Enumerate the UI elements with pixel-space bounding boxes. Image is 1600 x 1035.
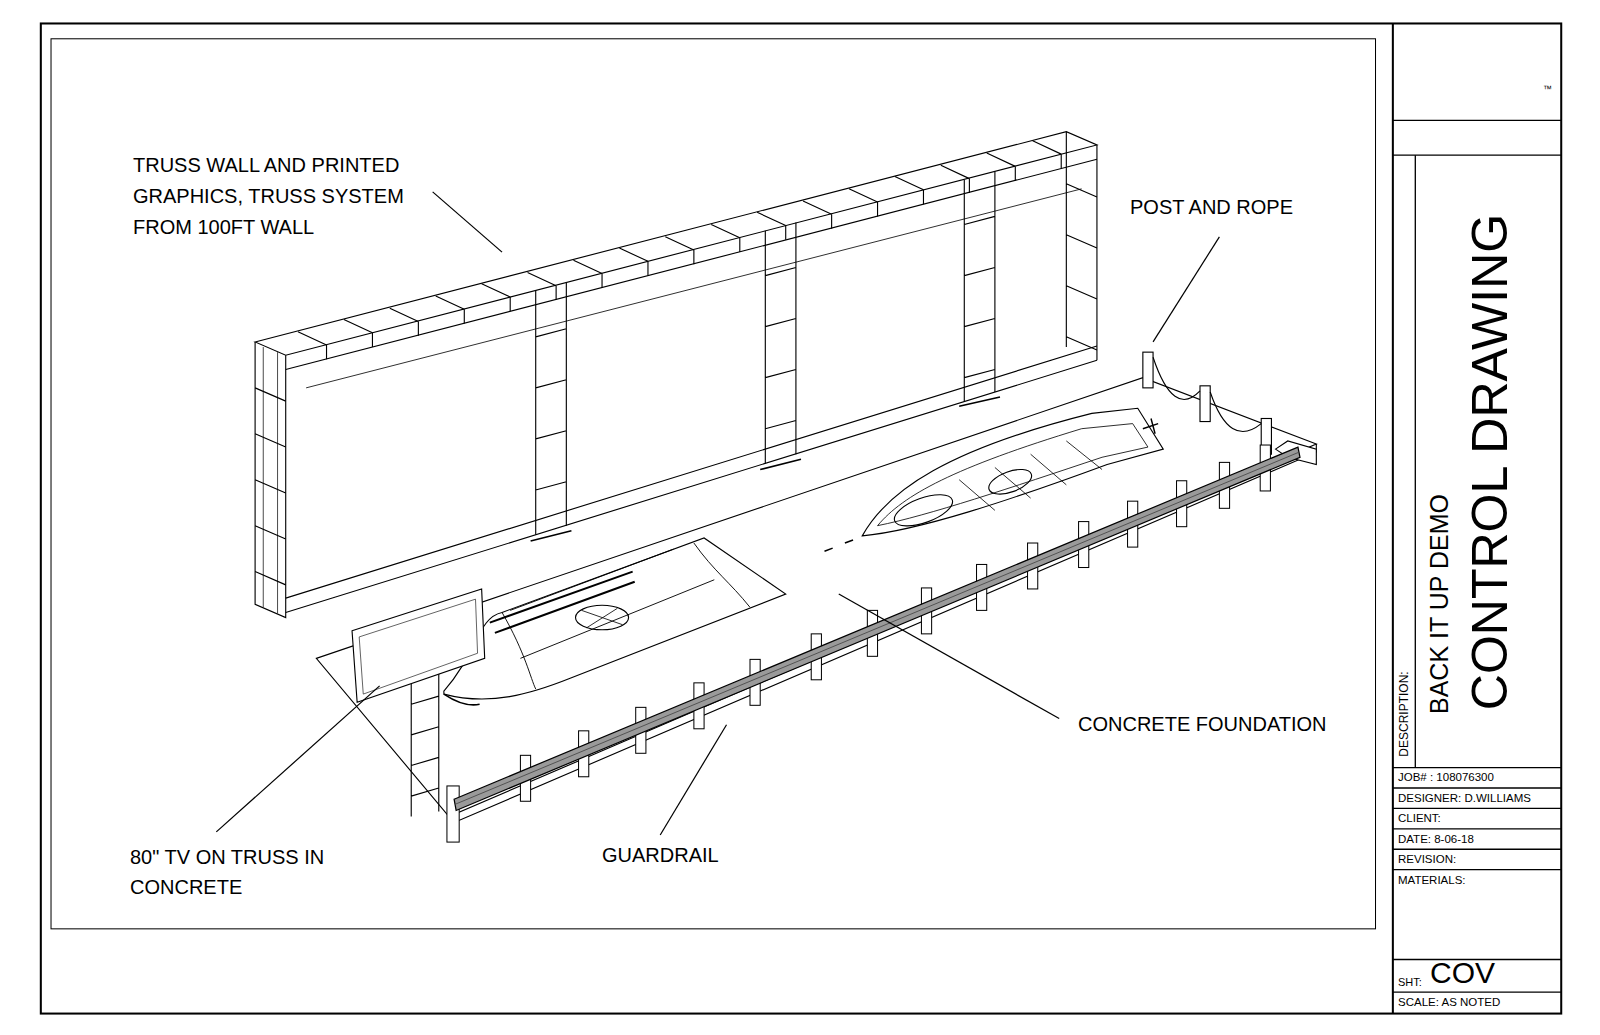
title-block-field-box: MATERIALS: xyxy=(1398,873,1466,887)
title-block-field-box: SHT: xyxy=(1398,976,1422,989)
title-block-field: MATERIALS: xyxy=(1398,874,1466,886)
title-block-field-box: DATE: 8-06-18 xyxy=(1398,832,1474,846)
title-block-field-box: REVISION: xyxy=(1398,852,1456,866)
callout-label: 80" TV ON TRUSS IN CONCRETE xyxy=(130,846,324,898)
field-label-box: DESCRIPTION: xyxy=(1397,671,1411,756)
trademark: ™ xyxy=(1543,84,1552,94)
title-block-field: CLIENT: xyxy=(1398,812,1441,824)
trademark-box: ™ xyxy=(1543,84,1552,95)
title-block-field: DATE: 8-06-18 xyxy=(1398,833,1474,845)
title-block-field: SHT: xyxy=(1398,976,1422,988)
title-block-field-box: DESIGNER: D.WILLIAMS xyxy=(1398,791,1531,805)
callout-label-box: GUARDRAIL xyxy=(602,843,719,867)
title-block-field-box: CLIENT: xyxy=(1398,811,1441,825)
callout-label: TRUSS WALL AND PRINTED GRAPHICS, TRUSS S… xyxy=(133,154,404,238)
sheet-number: COV xyxy=(1430,956,1495,989)
title-block-field: DESIGNER: D.WILLIAMS xyxy=(1398,792,1531,804)
description-text: BACK IT UP DEMO xyxy=(1425,494,1453,714)
description-text-box: BACK IT UP DEMO xyxy=(1424,494,1454,714)
title-block-field-box: JOB# : 108076300 xyxy=(1398,770,1494,784)
callout-label-box: CONCRETE FOUNDATION xyxy=(1078,712,1327,736)
callout-label-box: POST AND ROPE xyxy=(1130,195,1293,219)
sheet-title: CONTROL DRAWING xyxy=(1462,214,1518,710)
callout-label-box: TRUSS WALL AND PRINTED GRAPHICS, TRUSS S… xyxy=(133,150,433,243)
title-block-field: REVISION: xyxy=(1398,853,1456,865)
callout-label: GUARDRAIL xyxy=(602,844,719,866)
callout-label: CONCRETE FOUNDATION xyxy=(1078,713,1327,735)
title-block-field: SCALE: AS NOTED xyxy=(1398,996,1500,1008)
sheet-title-box: CONTROL DRAWING xyxy=(1460,214,1520,710)
title-block-field: JOB# : 108076300 xyxy=(1398,771,1494,783)
sheet-number-box: COV xyxy=(1430,957,1495,989)
callout-label-box: 80" TV ON TRUSS IN CONCRETE xyxy=(130,842,360,902)
title-block-field-box: SCALE: AS NOTED xyxy=(1398,995,1500,1009)
field-label: DESCRIPTION: xyxy=(1397,671,1411,756)
callout-label: POST AND ROPE xyxy=(1130,196,1293,218)
